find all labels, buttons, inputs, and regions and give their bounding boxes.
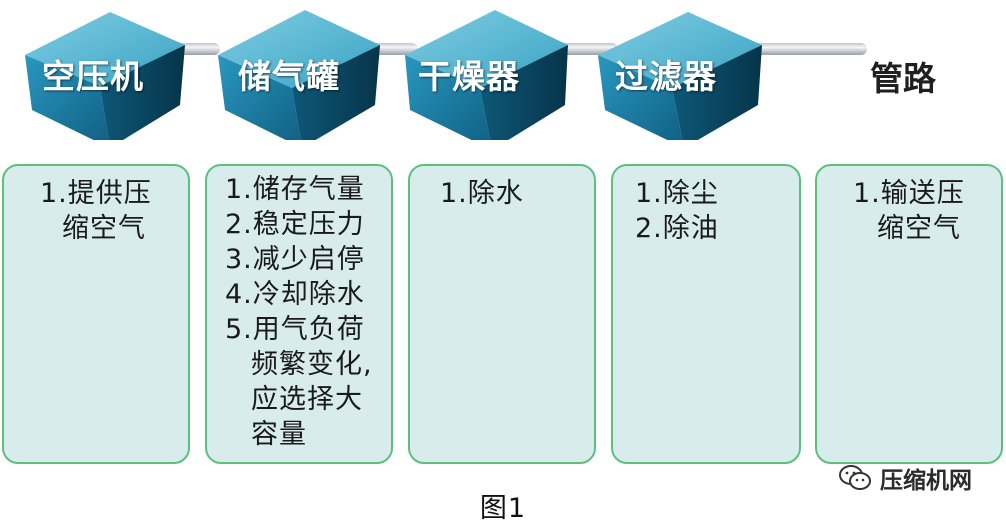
function-box-air-tank: 1.储存气量 2.稳定压力 3.减少启停 4.冷却除水 5.用气负荷 频繁变化,…: [205, 164, 393, 464]
function-line: 1.除水: [440, 178, 524, 209]
function-line: 频繁变化,: [251, 349, 373, 380]
function-box-dryer: 1.除水: [408, 164, 596, 464]
function-line: 容量: [251, 419, 307, 450]
function-line: 缩空气: [877, 213, 961, 244]
stage-label-compressor: 空压机: [42, 57, 144, 96]
stage-label-air-tank: 储气罐: [238, 57, 340, 96]
cube-icon: [598, 12, 762, 140]
watermark: 压缩机网: [838, 462, 972, 494]
stage-label-filter: 过滤器: [615, 57, 717, 96]
cube-icon: [25, 12, 185, 140]
function-line: 1.储存气量: [225, 174, 365, 205]
stage-label-pipeline: 管路: [870, 59, 936, 98]
function-line: 4.冷却除水: [225, 279, 365, 310]
function-line: 1.除尘: [635, 178, 719, 209]
function-box-pipeline: 1.输送压 缩空气: [815, 164, 1003, 464]
function-line: 1.提供压: [40, 178, 152, 209]
function-box-filter: 1.除尘 2.除油: [611, 164, 801, 464]
cube-icon: [405, 10, 568, 140]
function-line: 5.用气负荷: [225, 314, 365, 345]
function-line: 3.减少启停: [225, 244, 365, 275]
function-line: 2.除油: [635, 213, 719, 244]
stage-label-dryer: 干燥器: [418, 57, 520, 96]
function-line: 缩空气: [62, 213, 146, 244]
pipe-connectors: [25, 10, 867, 140]
function-line: 1.输送压: [853, 178, 965, 209]
function-box-compressor: 1.提供压 缩空气: [2, 164, 190, 464]
function-line: 应选择大: [251, 384, 363, 415]
watermark-text: 压缩机网: [880, 468, 972, 494]
figure-caption: 图1: [479, 493, 527, 524]
function-line: 2.稳定压力: [225, 209, 365, 240]
cube-icon: [218, 10, 380, 140]
pipe-segment: [735, 43, 867, 55]
wechat-icon: [839, 465, 871, 490]
